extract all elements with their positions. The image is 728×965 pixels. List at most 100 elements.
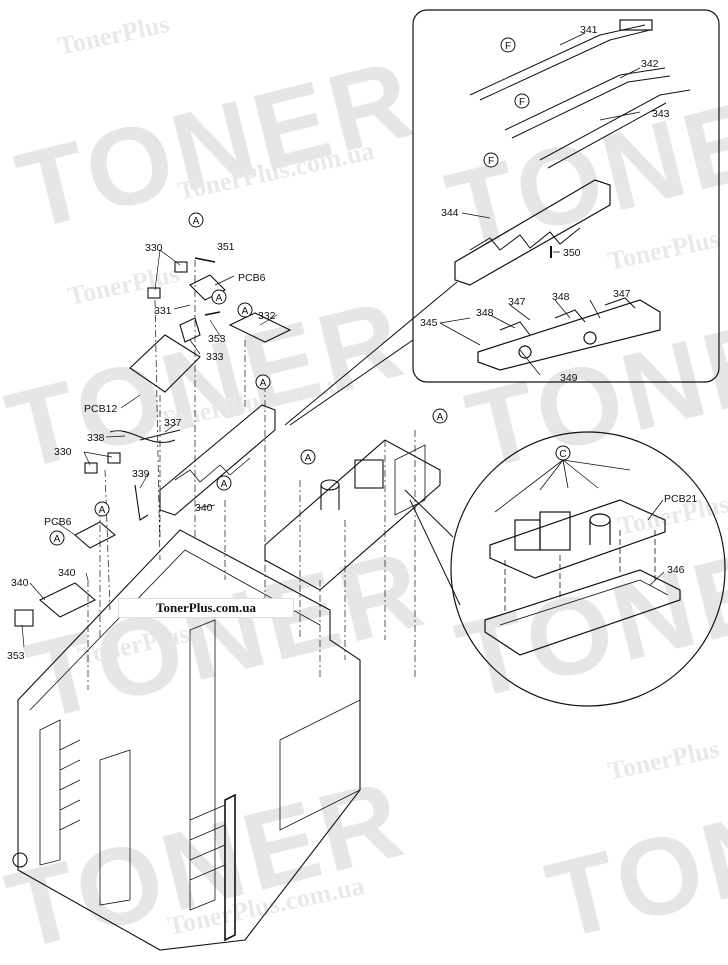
- label-336: 339: [132, 468, 150, 480]
- main-assembly-dashes: [87, 260, 416, 690]
- label-341: 341: [580, 24, 598, 36]
- detail-circle-power: [404, 431, 726, 707]
- main-frame-column: [189, 619, 216, 911]
- cable-335: [109, 430, 176, 443]
- sensor-330-c: [84, 462, 98, 474]
- watermark-layer: TonerPlus TONER TonerPlus.com.ua TonerPl…: [0, 9, 728, 965]
- main-assembly: [12, 249, 441, 951]
- callout-f-1-text: F: [505, 41, 511, 52]
- label-337: 340: [195, 502, 213, 514]
- label-348-a: 348: [476, 307, 494, 319]
- board-pcb12: [129, 334, 201, 393]
- callout-a-7: [216, 475, 232, 491]
- label-346: 346: [667, 564, 685, 576]
- label-342: 342: [641, 58, 659, 70]
- sensor-330-d: [107, 452, 121, 464]
- label-350: 350: [563, 247, 581, 259]
- label-pcb12: PCB12: [84, 403, 117, 415]
- callout-a-8: [94, 501, 110, 517]
- cable-341: [469, 24, 651, 101]
- main-side-panel: [279, 699, 361, 831]
- label-334: 337: [164, 417, 182, 429]
- detail-box-labels: 341 342 343 344 345 347 347 348 348 349 …: [420, 24, 670, 384]
- callout-f-3: [483, 152, 499, 168]
- watermark-brand-6: TONER: [446, 506, 728, 723]
- callout-a-9-text: A: [54, 534, 61, 545]
- callout-a-1-text: A: [193, 216, 200, 227]
- main-frame-slots: [39, 719, 131, 906]
- assembly-345: [477, 299, 661, 371]
- detail-box-harness: [284, 9, 720, 426]
- board-center-transformer: [354, 459, 384, 489]
- label-347-a: 347: [508, 296, 526, 308]
- cable-342: [504, 67, 671, 139]
- watermark-brand-7: TONER: [0, 756, 417, 965]
- power-leaders: [494, 459, 665, 586]
- capacitor-pcb21: [589, 513, 611, 527]
- board-pcb6: [189, 274, 226, 301]
- main-labels: 330 351 PCB6 331 353 332 333 PCB12 337 3…: [7, 241, 276, 662]
- circle-connector-lines: [404, 489, 461, 606]
- detail-leaders: [439, 32, 641, 376]
- rail-344-mounts: [469, 227, 581, 251]
- capacitor-pcb21-body: [589, 520, 611, 545]
- part-352: [204, 311, 221, 316]
- callout-a-5-text: A: [437, 412, 444, 423]
- bracket-338: [74, 521, 116, 549]
- main-leaders: [21, 249, 278, 648]
- label-331: 331: [154, 305, 172, 317]
- plate-346: [484, 569, 681, 656]
- callout-a-6: [300, 449, 316, 465]
- label-347-b: 347: [613, 288, 631, 300]
- callout-f-2-text: F: [519, 97, 525, 108]
- plate-340: [39, 582, 96, 618]
- gear-349-a: [518, 345, 532, 359]
- label-pcb6: PCB6: [238, 272, 266, 284]
- rail-344: [454, 179, 611, 286]
- callout-c-text: C: [559, 449, 566, 460]
- watermark-brand-4: TONER: [456, 276, 728, 493]
- callout-f-2: [514, 93, 530, 109]
- label-338: PCB6: [44, 516, 72, 528]
- callout-a-6-text: A: [305, 453, 312, 464]
- part-353: [14, 609, 34, 627]
- detail-circle-frame: [450, 431, 726, 707]
- label-351: 351: [217, 241, 235, 253]
- callout-c: [555, 445, 571, 461]
- cable-336: [134, 484, 149, 521]
- sensor-330-b: [147, 287, 161, 299]
- site-banner: TonerPlus.com.ua: [118, 598, 294, 618]
- detail-connector-lines: [284, 281, 458, 426]
- main-ribs-left: [59, 739, 81, 831]
- transformer-pcb21-b: [539, 511, 571, 551]
- part-333: [179, 317, 201, 343]
- label-333: 333: [206, 351, 224, 363]
- main-shaft: [224, 793, 236, 942]
- part-351: [194, 257, 216, 263]
- label-352: 353: [208, 333, 226, 345]
- callout-a-4: [255, 374, 271, 390]
- sensor-330-a: [174, 261, 188, 273]
- label-344: 344: [441, 207, 459, 219]
- watermark-brand-5: TONER: [16, 526, 437, 743]
- callout-a-2-text: A: [216, 293, 223, 304]
- label-349: 349: [560, 372, 578, 384]
- main-ribs-right: [189, 804, 226, 881]
- label-339: 340: [58, 567, 76, 579]
- rail-main-mounts: [174, 457, 251, 483]
- detail-box-frame: [412, 9, 720, 383]
- sensors-348: [499, 297, 636, 336]
- detail-circle-labels: PCB21 346: [664, 493, 697, 576]
- label-353: 353: [7, 650, 25, 662]
- plate-346-inner: [499, 579, 669, 626]
- board-center-capacitor-body: [320, 485, 340, 510]
- label-332: 332: [258, 310, 276, 322]
- callouts-a: [49, 212, 448, 546]
- callout-f-3-text: F: [488, 156, 494, 167]
- power-assembly-dashes: [504, 530, 656, 612]
- callout-a-2: [211, 289, 227, 305]
- cable-343: [539, 89, 691, 169]
- callout-a-4-text: A: [260, 378, 267, 389]
- callout-a-5: [432, 408, 448, 424]
